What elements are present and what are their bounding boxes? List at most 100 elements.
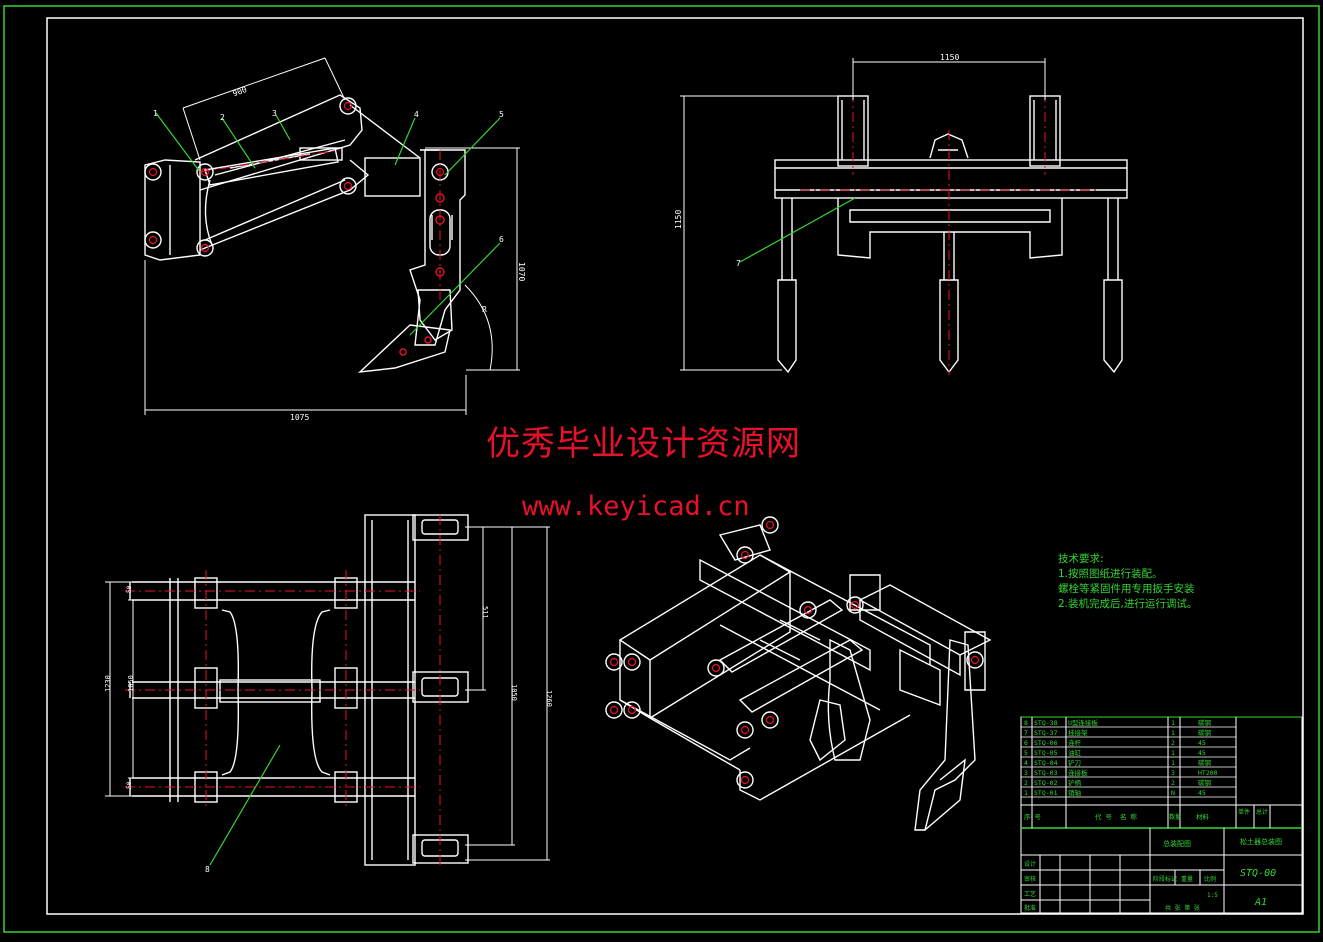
parts-cell-qty: 1 [1171,719,1175,727]
watermark-url[interactable]: www.keyicad.cn [522,491,750,522]
parts-cell-name: U型连接板 [1068,718,1098,727]
hdr-code: 代 号 [1095,812,1112,821]
parts-cell-no: 6 [1024,739,1028,747]
parts-cell-material: 碳钢 [1198,778,1212,787]
side-balloon-2: 2 [220,113,225,122]
hdr-material: 材料 [1196,812,1210,821]
parts-cell-name: 挂接架 [1068,728,1088,737]
tb-row-approve: 批准 [1024,904,1036,912]
top-dim-small-1: 50 [126,585,133,593]
hdr-no: 序 号 [1024,812,1041,821]
parts-cell-no: 5 [1024,749,1028,757]
top-dim-right-1: 511 [481,606,489,619]
side-dim-bottom: 1075 [290,413,309,422]
parts-cell-code: STQ-38 [1034,719,1058,727]
parts-cell-name: 销轴 [1068,788,1082,797]
side-view-dimensions [144,57,520,415]
parts-cell-name: 铲刀 [1068,758,1081,767]
front-view [774,95,1128,374]
front-view-dimensions [680,58,1046,371]
top-view-centerlines [125,515,441,865]
parts-cell-qty: 1 [1171,729,1175,737]
parts-cell-code: STQ-02 [1034,779,1058,787]
parts-cell-name: 连接板 [1068,768,1088,777]
parts-cell-no: 3 [1024,769,1028,777]
tech-line-1: 1.按照图纸进行装配。 [1058,568,1163,580]
tb-scale: 1:5 [1207,892,1218,899]
tb-drawing-no: STQ-00 [1240,868,1276,879]
side-view-leaders [155,112,501,336]
tb-drawing-title: 松土器总装图 [1240,837,1282,846]
side-dim-top: 900 [231,85,248,98]
hdr-name: 名 称 [1120,812,1137,821]
side-view [144,94,466,373]
hdr-qty: 数量 [1169,813,1181,821]
side-dim-right: 1070 [517,262,526,281]
front-view-leader [739,197,856,263]
parts-cell-qty: 2 [1171,779,1175,787]
parts-cell-code: STQ-01 [1034,789,1058,797]
top-view-dimensions [105,526,550,861]
parts-cell-code: STQ-06 [1034,739,1058,747]
parts-cell-qty: 1 [1171,759,1175,767]
tb-row-check: 审核 [1024,875,1036,883]
parts-cell-qty: N [1171,789,1175,797]
front-balloon-7: 7 [736,259,741,268]
parts-cell-name: 铲柄 [1068,778,1082,787]
top-balloon-8: 8 [205,865,210,874]
parts-list-rowlines [1021,726,1236,798]
top-dim-right-3: 1260 [545,690,553,707]
parts-cell-code: STQ-37 [1034,729,1058,737]
parts-cell-no: 8 [1024,719,1028,727]
parts-cell-no: 7 [1024,729,1028,737]
top-dim-left-2: 1050 [127,675,135,692]
parts-cell-qty: 3 [1171,769,1175,777]
side-balloon-5: 5 [499,110,504,119]
parts-cell-code: STQ-04 [1034,759,1058,767]
parts-cell-no: 1 [1024,789,1028,797]
tech-line-3: 2.装机完成后,进行运行调试。 [1058,598,1198,610]
top-dim-small-2: 50 [126,781,133,789]
inner-border [46,17,1304,915]
tb-row-design: 设计 [1024,860,1036,868]
technical-requirements: 技术要求: 1.按照图纸进行装配。 螺栓等紧固件用专用扳手安装 2.装机完成后,… [1058,552,1197,612]
tech-line-2: 螺栓等紧固件用专用扳手安装 [1058,583,1195,595]
hdr-total: 总计 [1256,808,1268,816]
tb-sheet-label: 共 张 第 张 [1165,904,1200,912]
parts-cell-name: 油缸 [1068,748,1082,757]
title-block-lines [1020,716,1303,914]
outer-border [3,5,1320,933]
tb-company: 总装配图 [1163,839,1191,848]
parts-cell-name: 连杆 [1068,738,1082,747]
side-dim-angle: R [482,305,487,314]
parts-cell-material: HT200 [1198,769,1218,777]
side-balloon-1: 1 [153,109,158,118]
tb-weight-label: 重量 [1181,875,1193,883]
tb-scale-label: 比例 [1204,875,1216,883]
front-view-centerlines [800,92,1100,375]
parts-cell-code: STQ-05 [1034,749,1058,757]
parts-cell-qty: 1 [1171,749,1175,757]
tb-row-process: 工艺 [1024,890,1036,898]
parts-cell-material: 碳钢 [1198,758,1212,767]
isometric-view [618,524,992,831]
parts-cell-material: 碳钢 [1198,728,1212,737]
side-balloon-6: 6 [499,235,504,244]
hdr-single: 单件 [1238,808,1250,816]
top-dim-left-1: 1230 [104,675,112,692]
parts-cell-no: 2 [1024,779,1028,787]
tech-heading: 技术要求: [1058,553,1104,565]
tb-sheet-size: A1 [1254,897,1267,908]
parts-cell-qty: 2 [1171,739,1175,747]
front-dim-top: 1150 [940,53,959,62]
parts-cell-material: 45 [1198,789,1206,797]
front-dim-left: 1150 [674,210,683,229]
parts-cell-no: 4 [1024,759,1028,767]
parts-cell-material: 碳钢 [1198,718,1212,727]
parts-cell-material: 45 [1198,739,1206,747]
parts-cell-code: STQ-03 [1034,769,1058,777]
side-balloon-4: 4 [414,110,419,119]
